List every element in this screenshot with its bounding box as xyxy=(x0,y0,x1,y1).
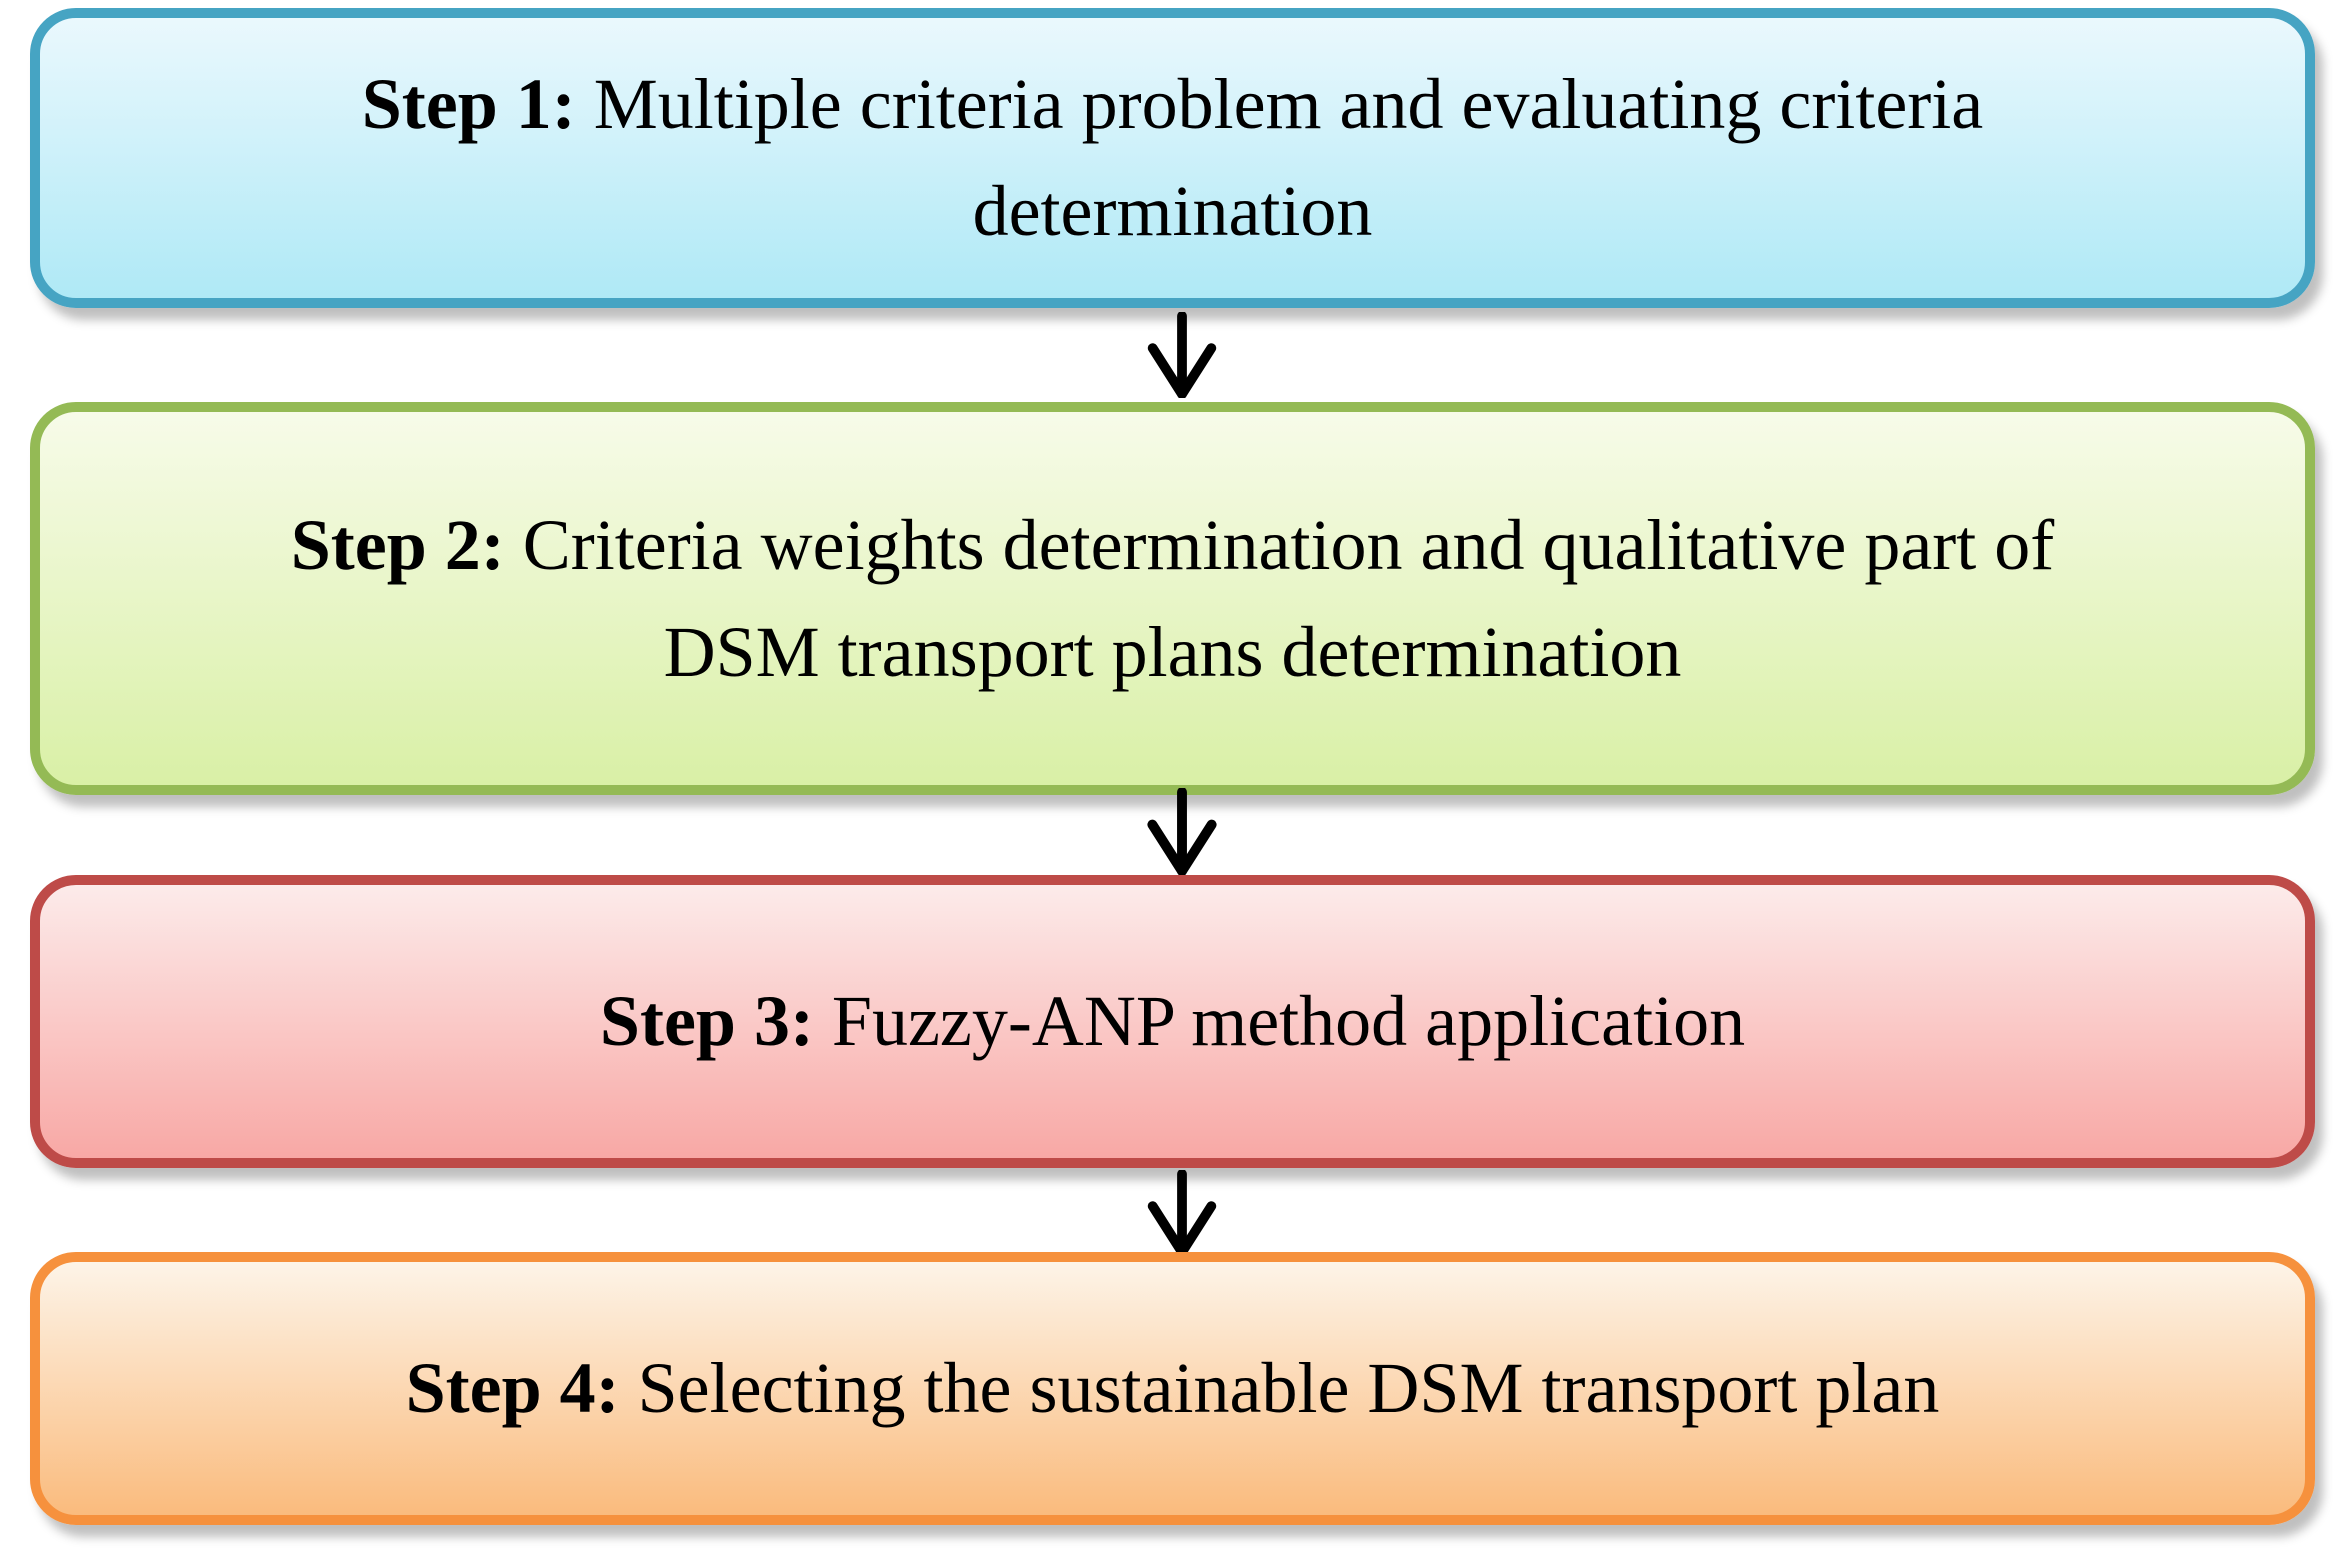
down-arrow-icon xyxy=(1144,788,1220,875)
step-2-box: Step 2: Criteria weights determination a… xyxy=(30,402,2315,795)
step-2-line-1: Step 2: Criteria weights determination a… xyxy=(80,492,2265,599)
step-1-text: Step 1: Multiple criteria problem and ev… xyxy=(40,51,2305,265)
step-3-line-1-rest: Fuzzy-ANP method application xyxy=(813,981,1746,1061)
step-4-line-1: Step 4: Selecting the sustainable DSM tr… xyxy=(80,1335,2265,1442)
step-2-label: Step 2: xyxy=(290,504,505,585)
step-1-label: Step 1: xyxy=(361,64,576,144)
step-1-box: Step 1: Multiple criteria problem and ev… xyxy=(30,8,2315,308)
step-2-line-2: DSM transport plans determination xyxy=(663,611,1682,692)
step-2-text: Step 2: Criteria weights determination a… xyxy=(40,492,2305,706)
step-1-line-2: determination xyxy=(972,171,1373,251)
step-4-text: Step 4: Selecting the sustainable DSM tr… xyxy=(40,1335,2305,1442)
step-1-line-1-rest: Multiple criteria problem and evaluating… xyxy=(575,64,1984,144)
down-arrow-icon xyxy=(1144,1170,1220,1256)
step-3-text: Step 3: Fuzzy-ANP method application xyxy=(40,968,2305,1075)
step-4-line-1-rest: Selecting the sustainable DSM transport … xyxy=(619,1348,1940,1428)
step-3-box: Step 3: Fuzzy-ANP method application xyxy=(30,875,2315,1168)
step-1-line-1: Step 1: Multiple criteria problem and ev… xyxy=(80,51,2265,158)
step-4-label: Step 4: xyxy=(405,1348,620,1428)
step-2-line-1-rest: Criteria weights determination and quali… xyxy=(504,504,2055,585)
step-3-label: Step 3: xyxy=(599,981,814,1061)
down-arrow-icon xyxy=(1144,312,1220,398)
step-4-box: Step 4: Selecting the sustainable DSM tr… xyxy=(30,1252,2315,1525)
step-3-line-1: Step 3: Fuzzy-ANP method application xyxy=(80,968,2265,1075)
